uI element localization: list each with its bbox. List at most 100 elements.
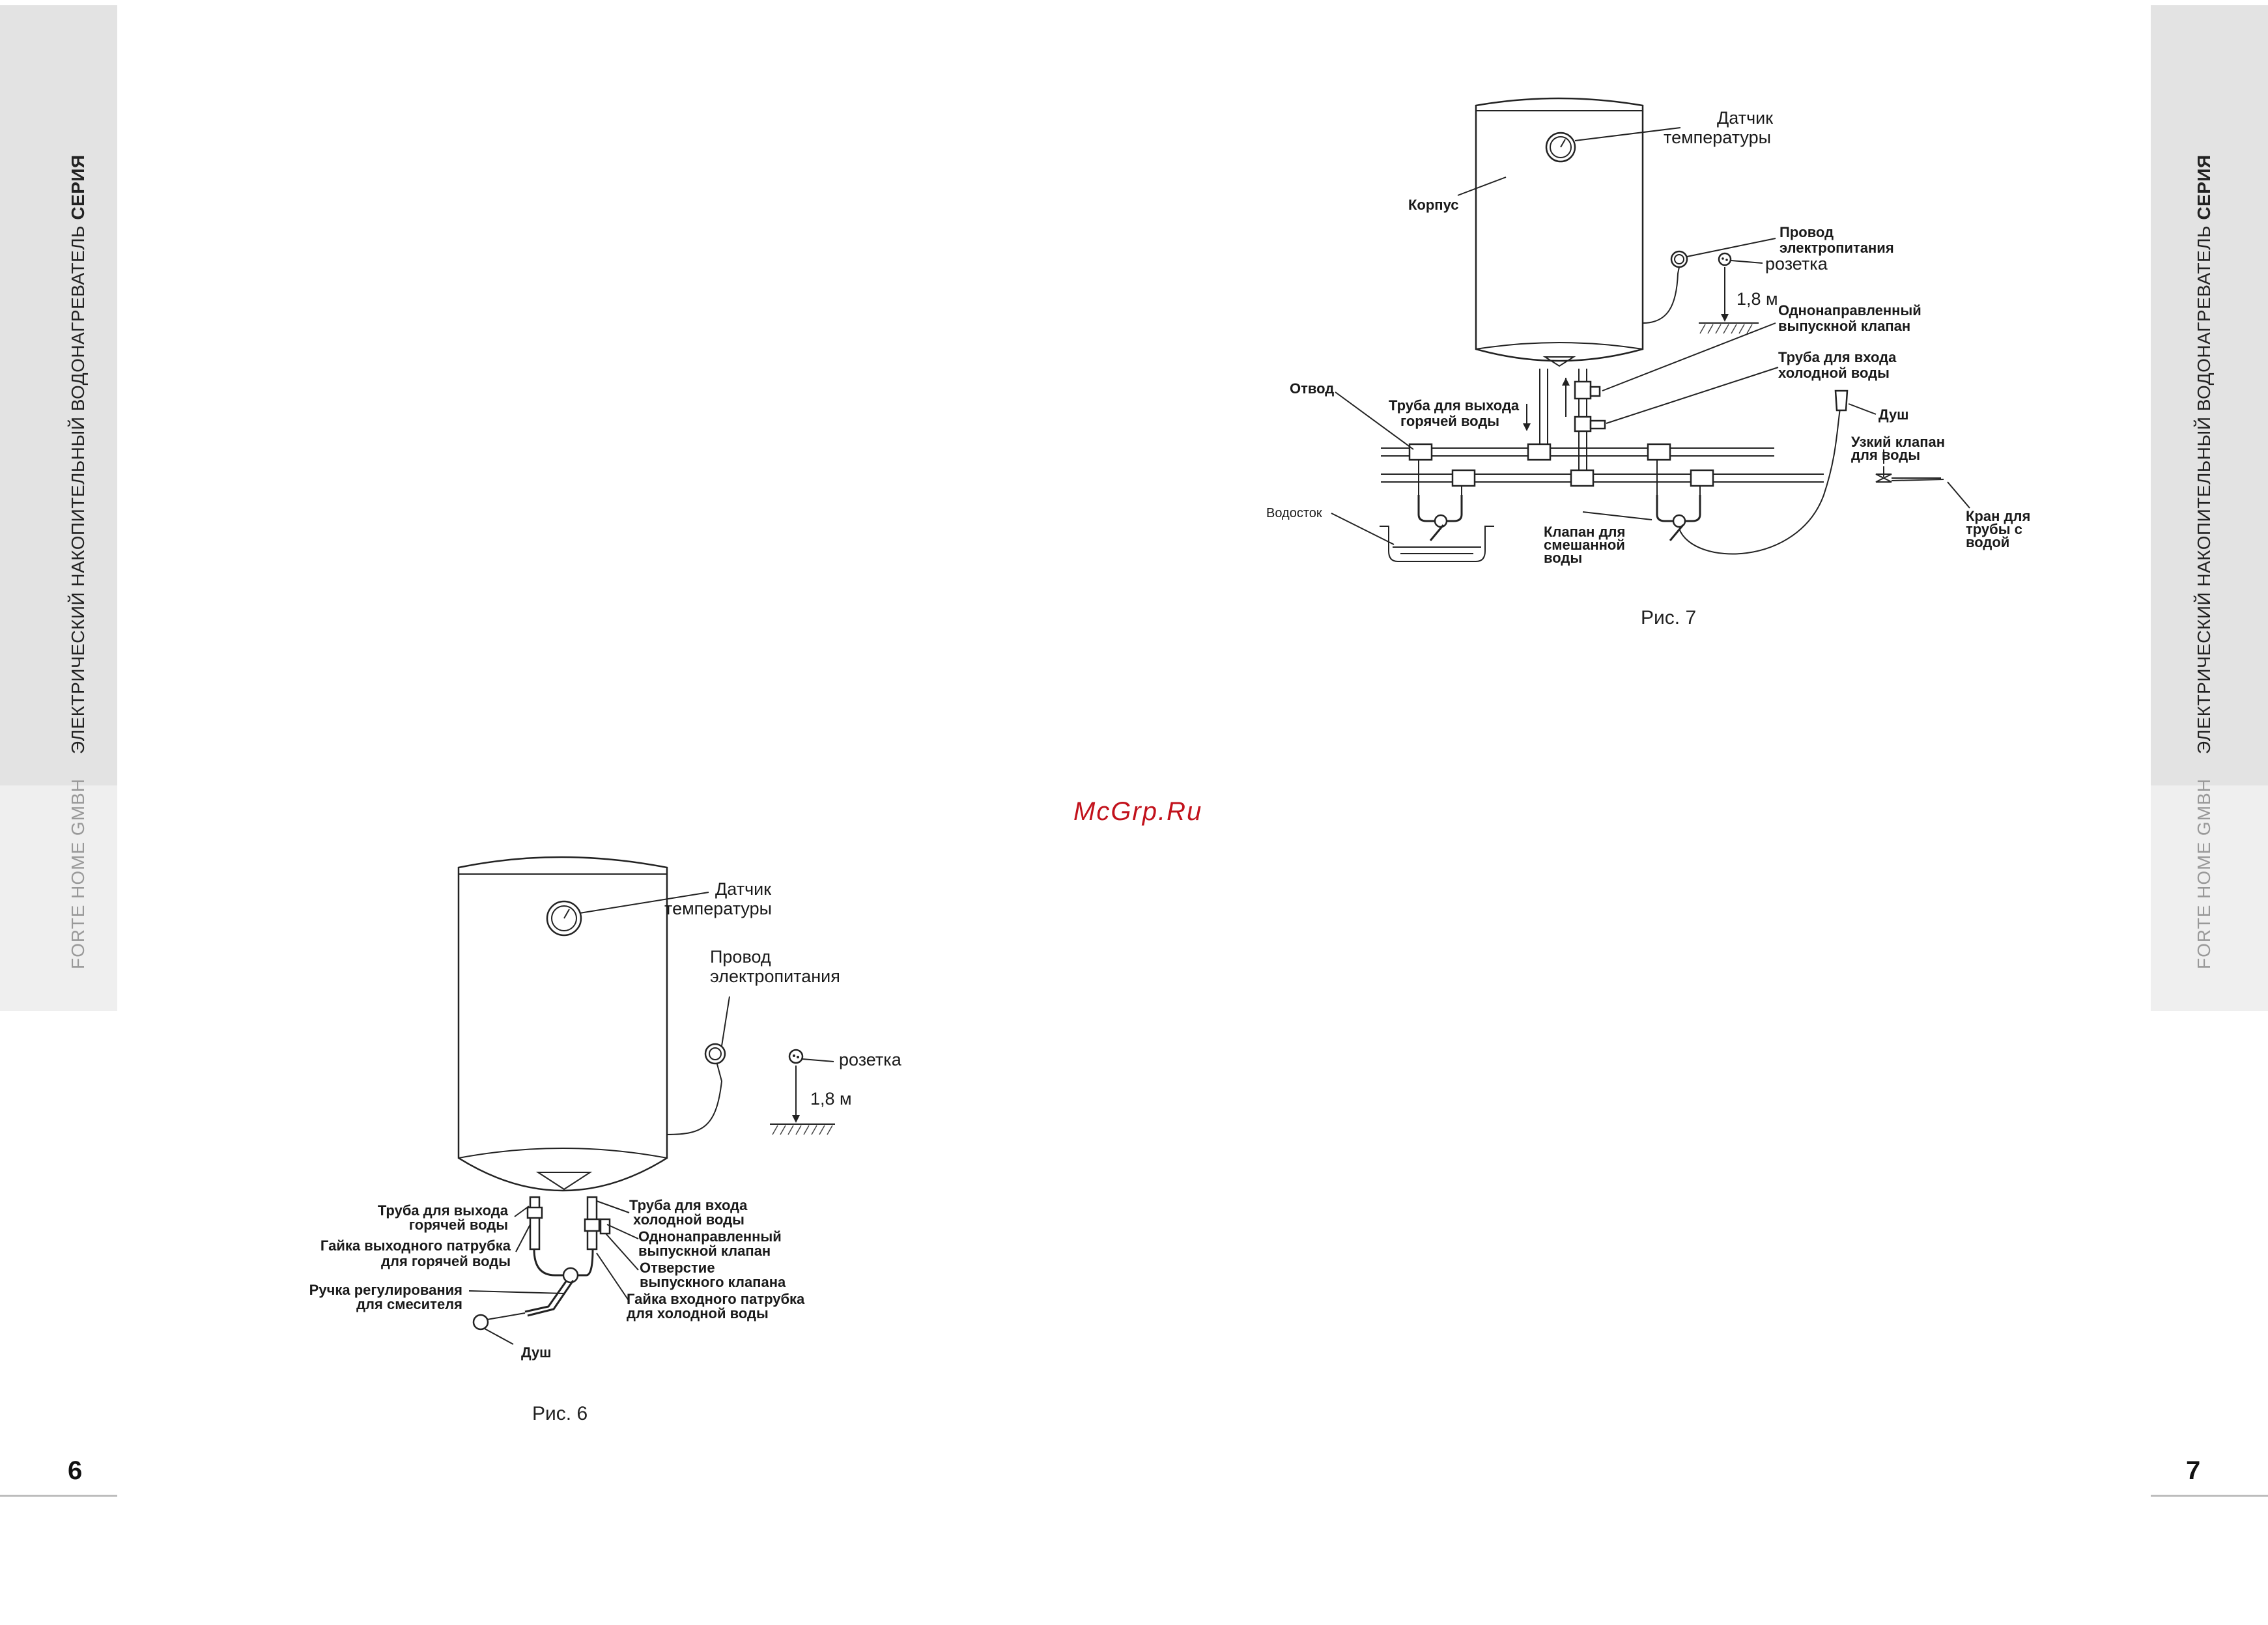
fig6-hole-label-1: Отверстие xyxy=(640,1260,715,1276)
fig7-mix-leader xyxy=(1582,511,1652,520)
fig7-cable-label-2: электропитания xyxy=(1779,240,1894,256)
fig6-diagram xyxy=(457,856,835,1345)
fig7-valve-leader xyxy=(1602,322,1776,391)
fig6-power-cord xyxy=(666,1061,723,1135)
fig7-drain-leader xyxy=(1331,513,1395,545)
left-sidebar-bottom: FORTE HOME GMBH xyxy=(0,778,117,1011)
fig6-hot-out-leader xyxy=(514,1206,530,1217)
fig7-branch-leader xyxy=(1335,391,1414,450)
fig7-cable-leader xyxy=(1686,238,1776,257)
fig6-shower-label: Душ xyxy=(521,1344,552,1361)
fig6-valve-label-1: Однонаправленный xyxy=(638,1228,782,1245)
fig7-shower-hose xyxy=(1679,403,1841,555)
fig7-shower-label: Душ xyxy=(1878,406,1909,423)
fig7-check-valve xyxy=(1574,380,1592,400)
fig7-floor-hatch xyxy=(1699,324,1753,334)
fig6-sensor-leader xyxy=(579,892,709,914)
fig7-main-pipes xyxy=(1381,443,1824,495)
fig6-mixer-leader xyxy=(468,1290,565,1294)
fig6-labels: Датчик температуры Провод электропитания… xyxy=(309,879,902,1361)
fig6-cold-in-label-2: холодной воды xyxy=(633,1211,744,1228)
fig7-hot-out-label-2: горячей воды xyxy=(1400,413,1499,429)
fig7-sensor-label-1: Датчик xyxy=(1717,108,1773,128)
fig7-socket-label: розетка xyxy=(1765,254,1828,274)
fig6-cold-in-label-1: Труба для входа xyxy=(629,1197,748,1213)
fig7-body-label: Корпус xyxy=(1408,197,1459,213)
right-sidebar-bottom: FORTE HOME GMBH xyxy=(2151,778,2268,1011)
fig7-shower-leader xyxy=(1848,403,1877,415)
fig7-caption: Рис. 7 xyxy=(1641,607,1697,629)
fig7-right-mixer xyxy=(1656,495,1701,541)
fig6-sensor-label-2: температуры xyxy=(664,899,772,918)
fig6-tank-bottom-seam xyxy=(458,1148,668,1159)
fig6-hot-nut-label-1: Гайка выходного патрубка xyxy=(320,1237,511,1254)
fig7-tap-leader xyxy=(1947,481,1970,509)
fig6-socket-icon xyxy=(788,1049,804,1064)
left-page-rule xyxy=(0,1495,117,1497)
left-page-number: 6 xyxy=(68,1456,83,1485)
fig6-socket-leader xyxy=(802,1058,834,1062)
right-page-rule xyxy=(2151,1495,2268,1497)
fig6-tank-drain-cap xyxy=(535,1172,593,1191)
fig6-hole-leader xyxy=(605,1233,639,1271)
fig6-hole-label-2: выпускного клапана xyxy=(640,1274,786,1290)
fig7-sensor-label-2: температуры xyxy=(1664,128,1771,147)
fig7-mix-label-2: смешанной xyxy=(1544,537,1625,553)
fig6-hot-nut-label-2: для горячей воды xyxy=(381,1253,511,1269)
fig7-narrow-valve-icon xyxy=(1875,473,1892,483)
fig6-cable-label-1: Провод xyxy=(710,947,771,967)
fig6-plug-icon xyxy=(704,1043,726,1065)
fig7-sink xyxy=(1380,526,1494,562)
fig7-cold-in-label-2: холодной воды xyxy=(1778,365,1890,381)
fig7-cold-in-leader xyxy=(1606,367,1779,424)
watermark: McGrp.Ru xyxy=(1073,797,1203,826)
fig6-floor-hatch xyxy=(772,1125,833,1135)
fig6-cold-nut-label-2: для холодной воды xyxy=(627,1305,769,1321)
fig7-tap-label-3: водой xyxy=(1966,534,2009,550)
fig6-cold-nut-label-1: Гайка входного патрубка xyxy=(627,1291,805,1307)
fig7-power-cord xyxy=(1642,266,1680,324)
fig6-hot-nut-leader xyxy=(515,1224,531,1252)
fig6-socket-label: розетка xyxy=(839,1050,902,1069)
fig6-height-label: 1,8 м xyxy=(810,1089,852,1109)
fig7-diagram xyxy=(1331,97,1970,562)
fig7-socket-icon xyxy=(1718,252,1732,266)
fig7-sensor-leader xyxy=(1574,127,1681,141)
fig7-mix-label-3: воды xyxy=(1544,550,1582,566)
right-sidebar-top: ЭЛЕКТРИЧЕСКИЙ НАКОПИТЕЛЬНЫЙ ВОДОНАГРЕВАТ… xyxy=(2151,5,2268,785)
fig6-valve-leader xyxy=(606,1224,639,1239)
fig7-height-label: 1,8 м xyxy=(1736,289,1778,309)
fig7-cold-in-label-1: Труба для входа xyxy=(1778,349,1897,365)
fig6-mixer-label-2: для смесителя xyxy=(356,1296,462,1312)
left-sidebar-top: ЭЛЕКТРИЧЕСКИЙ НАКОПИТЕЛЬНЫЙ ВОДОНАГРЕВАТ… xyxy=(0,5,117,785)
fig7-labels: Датчик температуры Корпус Провод электро… xyxy=(1266,108,2030,566)
fig6-thermometer-icon xyxy=(546,900,582,937)
fig7-hot-out-label-1: Труба для выхода xyxy=(1389,397,1520,414)
fig7-branch-label: Отвод xyxy=(1290,380,1334,397)
fig6-valve-label-2: выпускной клапан xyxy=(638,1243,771,1259)
fig6-cable-leader xyxy=(721,996,730,1047)
fig6-plumbing xyxy=(472,1196,611,1331)
fig7-tap-label-2: трубы с xyxy=(1966,521,2022,537)
fig7-drain-label: Водосток xyxy=(1266,506,1322,520)
fig6-hot-out-label-1: Труба для выхода xyxy=(378,1202,509,1219)
fig6-cable-label-2: электропитания xyxy=(710,967,840,986)
fig7-thermometer-icon xyxy=(1545,132,1576,163)
fig7-body-leader xyxy=(1457,177,1507,196)
fig7-narrow-label-1: Узкий клапан xyxy=(1851,434,1945,450)
fig6-shower-leader xyxy=(484,1328,514,1345)
fig6-sensor-label-1: Датчик xyxy=(715,879,771,899)
fig7-valve-label-1: Однонаправленный xyxy=(1778,302,1921,318)
right-page-number: 7 xyxy=(2186,1456,2201,1485)
fig6-cold-nut-leader xyxy=(596,1252,630,1302)
fig7-narrow-label-2: для воды xyxy=(1851,447,1920,463)
fig6-hot-out-label-2: горячей воды xyxy=(409,1217,508,1233)
fig6-caption: Рис. 6 xyxy=(532,1403,588,1424)
fig7-left-mixer xyxy=(1417,495,1463,541)
fig7-mix-label-1: Клапан для xyxy=(1544,524,1625,540)
fig7-plug-icon xyxy=(1670,250,1688,268)
fig7-tap-label-1: Кран для xyxy=(1966,508,2030,524)
fig6-mixer-label-1: Ручка регулирования xyxy=(309,1282,462,1298)
fig7-shower-head-icon xyxy=(1834,389,1849,412)
